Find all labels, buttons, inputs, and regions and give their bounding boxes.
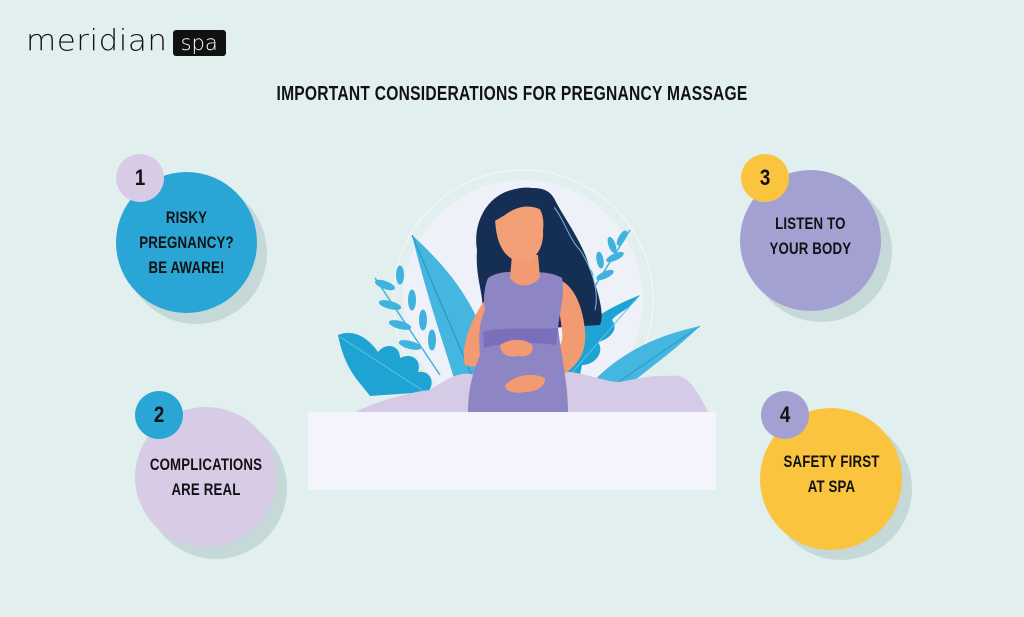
- consideration-text: RISKY PREGNANCY? BE AWARE!: [139, 208, 234, 277]
- logo-tag: spa: [172, 30, 226, 56]
- hair-front: [492, 187, 555, 222]
- page-title: IMPORTANT CONSIDERATIONS FOR PREGNANCY M…: [276, 83, 748, 105]
- consideration-bubble-2: COMPLICATIONS ARE REAL: [135, 407, 277, 547]
- hand-lower: [505, 374, 546, 393]
- number-badge-1: 1: [116, 154, 164, 202]
- consideration-text: LISTEN TO YOUR BODY: [769, 213, 852, 258]
- badge-number: 3: [759, 165, 771, 190]
- hand-upper: [500, 339, 533, 357]
- leaf-left-oak-icon: [338, 332, 432, 396]
- brand-logo: meridian spa: [26, 26, 226, 57]
- face: [495, 199, 544, 262]
- number-badge-3: 3: [741, 154, 789, 202]
- badge-number: 2: [153, 402, 165, 427]
- badge-number: 4: [779, 402, 791, 427]
- number-badge-2: 2: [135, 391, 183, 439]
- logo-wordmark: meridian: [26, 23, 168, 59]
- consideration-text: COMPLICATIONS ARE REAL: [149, 455, 263, 499]
- number-badge-4: 4: [761, 391, 809, 439]
- fern-left-icon: [374, 265, 441, 376]
- caption-panel: [308, 412, 716, 490]
- consideration-text: SAFETY FIRST AT SPA: [783, 452, 879, 496]
- badge-number: 1: [134, 165, 146, 190]
- pregnant-woman-illustration: [338, 169, 708, 431]
- dress-band: [483, 328, 558, 348]
- right-arm: [530, 278, 586, 385]
- neck: [510, 255, 540, 286]
